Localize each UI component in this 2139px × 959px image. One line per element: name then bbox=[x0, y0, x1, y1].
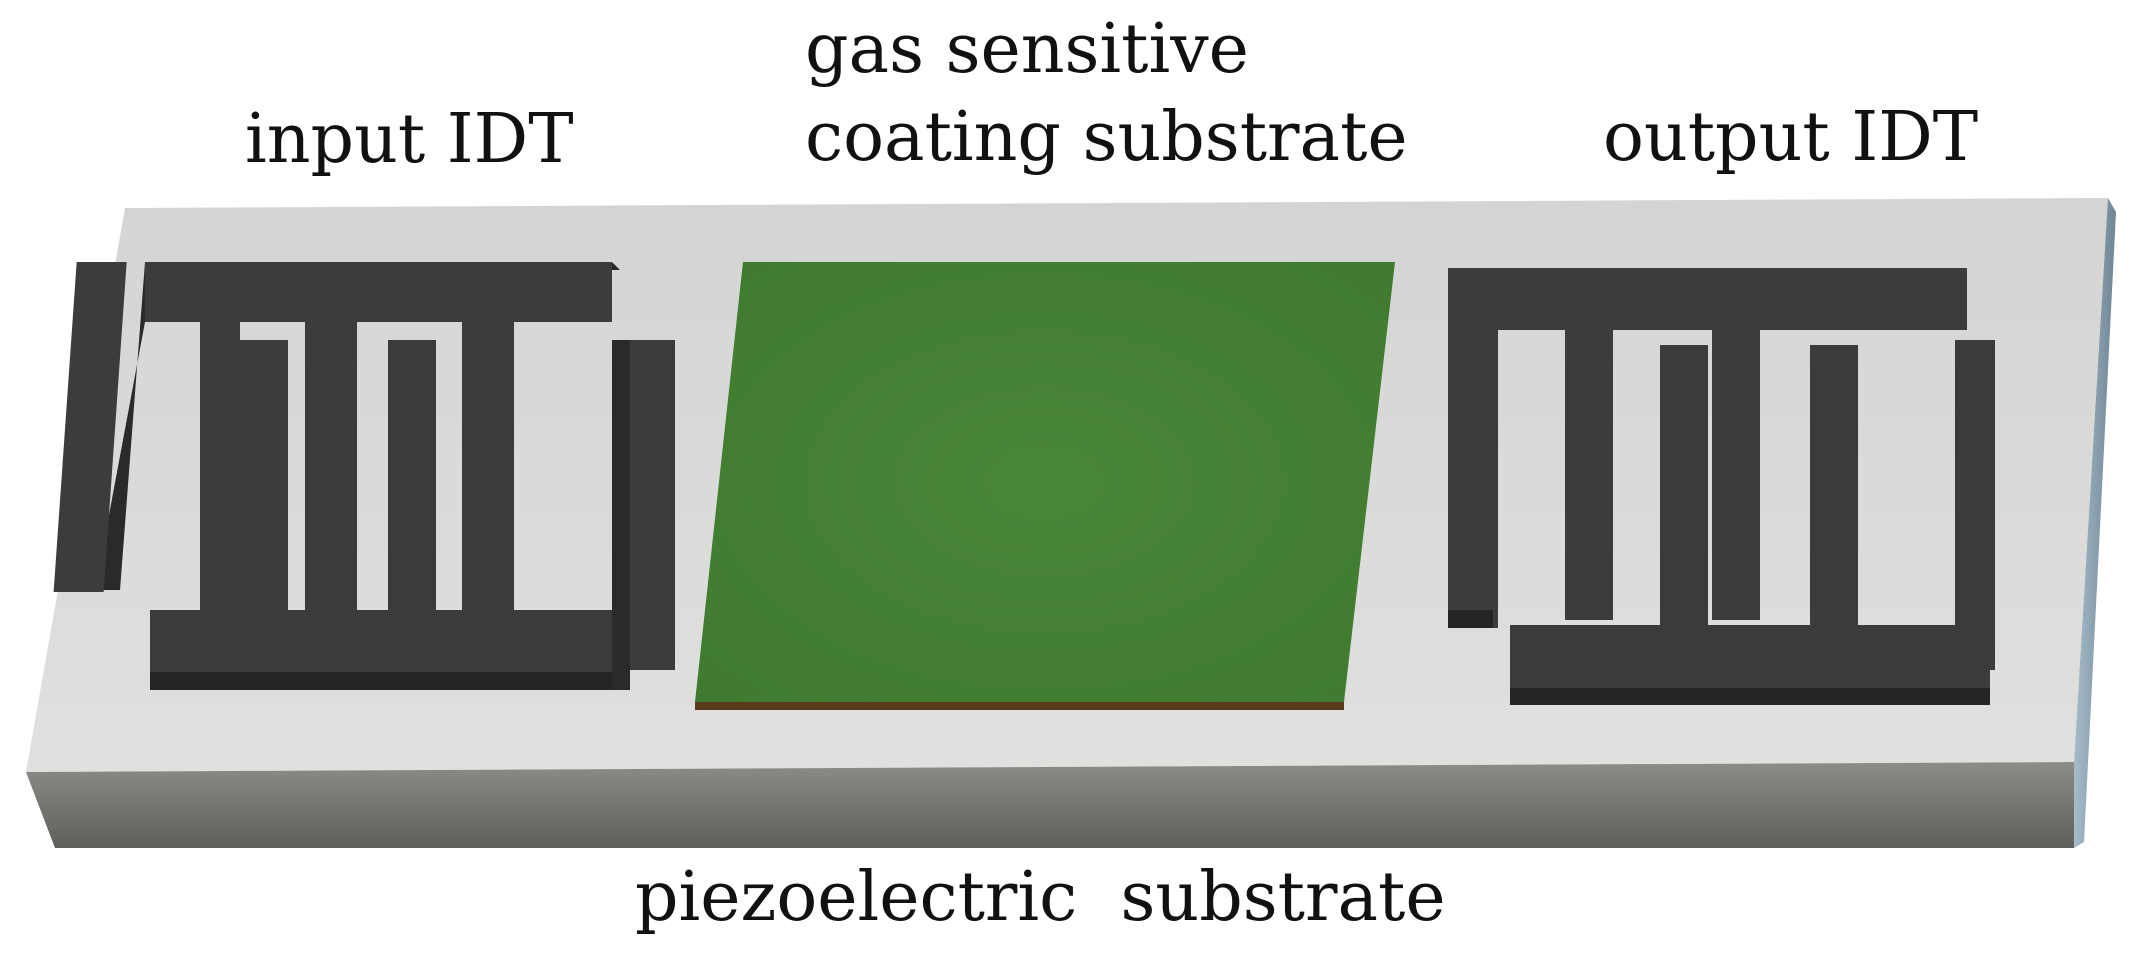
coating-top bbox=[695, 262, 1395, 702]
substrate-label: piezoelectric substrate bbox=[635, 858, 1446, 937]
output-idt-electrode bbox=[1448, 268, 1995, 705]
coating-label-line1: gas sensitive bbox=[805, 10, 1249, 89]
input-idt-label: input IDT bbox=[245, 100, 574, 179]
gas-sensitive-coating bbox=[695, 262, 1395, 710]
coating-edge bbox=[695, 702, 1344, 710]
substrate-side-face bbox=[2074, 198, 2116, 848]
output-idt-label: output IDT bbox=[1603, 98, 1978, 177]
coating-label-line2: coating substrate bbox=[805, 98, 1408, 177]
input-idt-electrode bbox=[53, 262, 675, 690]
substrate-front-face bbox=[26, 762, 2074, 848]
